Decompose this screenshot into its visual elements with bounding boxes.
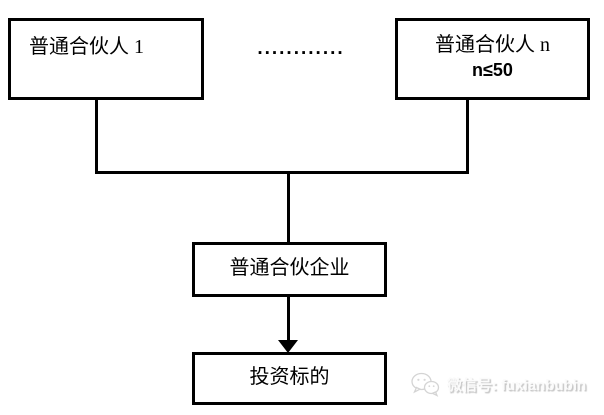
- flowchart-node-investment-target: 投资标的: [192, 352, 387, 405]
- watermark: 微信号: fuxianbubin: [410, 371, 586, 398]
- down-arrow-icon: [278, 340, 298, 353]
- arrow-stem: [287, 295, 290, 340]
- watermark-text: 微信号: fuxianbubin: [447, 377, 587, 394]
- node-label-general-partner-1: 普通合伙人 1: [29, 36, 144, 58]
- node-label-partner-count-limit: n≤50: [472, 60, 513, 80]
- node-label-general-partner-n: 普通合伙人 n: [435, 34, 550, 56]
- ellipsis-dots: ............: [257, 38, 345, 59]
- connector-right-vertical: [466, 99, 469, 174]
- flowchart-node-general-partner-1: 普通合伙人 1: [8, 18, 204, 100]
- connector-center-vertical: [287, 171, 290, 244]
- connector-horizontal-join: [95, 171, 469, 174]
- wechat-icon: [411, 372, 440, 397]
- node-label-investment-target: 投资标的: [249, 366, 330, 388]
- flowchart-node-partnership-enterprise: 普通合伙企业: [192, 242, 387, 297]
- node-label-partnership-enterprise: 普通合伙企业: [229, 257, 350, 279]
- flowchart-node-general-partner-n: 普通合伙人 n n≤50: [395, 18, 590, 100]
- connector-left-vertical: [95, 99, 98, 174]
